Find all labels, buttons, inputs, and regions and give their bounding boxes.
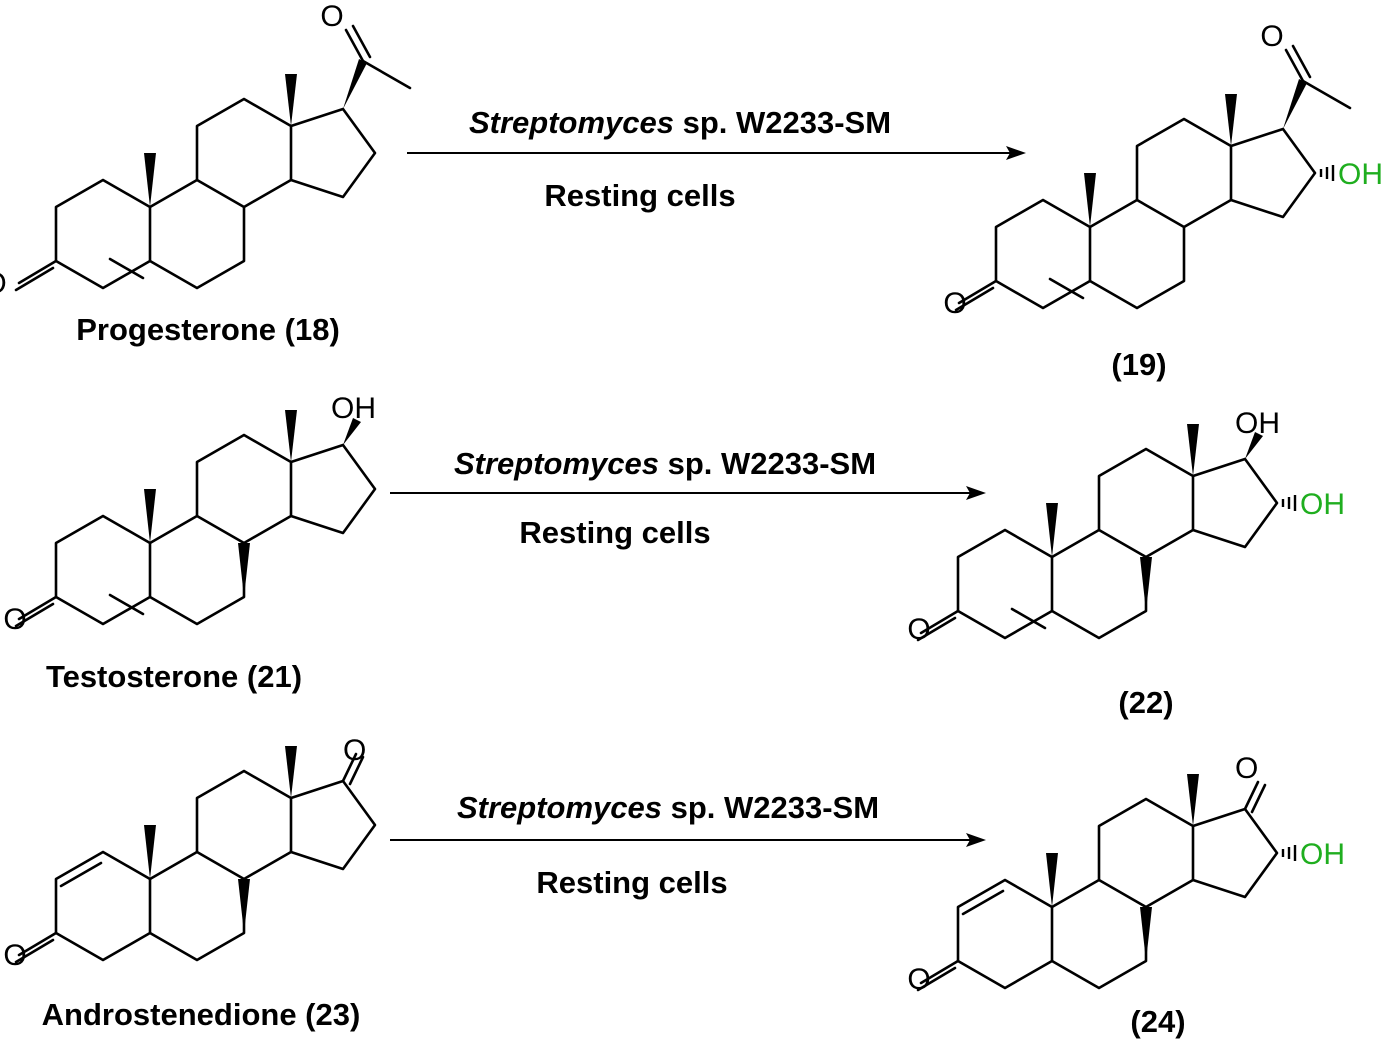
substrate-testosterone: OH O (3, 392, 377, 636)
oxygen-atom-label: O (1260, 20, 1283, 53)
hydroxyl-new-label: OH (1300, 838, 1345, 871)
hydroxyl-new-label: OH (1338, 158, 1383, 191)
product-label: (22) (1118, 685, 1173, 720)
hydroxyl-new-label: OH (1300, 488, 1345, 521)
reaction-condition-line2: Resting cells (536, 865, 727, 900)
reaction-condition: Streptomyces sp. W2233-SM (469, 105, 891, 140)
reaction-condition: Streptomyces sp. W2233-SM (457, 790, 879, 825)
reaction-arrow (390, 486, 986, 500)
reaction-arrow (407, 146, 1026, 160)
substrate-androstenedione: O O (3, 734, 377, 972)
oxygen-atom-label: O (320, 0, 343, 33)
reaction-condition: Streptomyces sp. W2233-SM (454, 446, 876, 481)
hydroxyl-label: OH (1235, 407, 1280, 440)
substrate-label: Progesterone (18) (76, 312, 340, 347)
product-24: O OH O (907, 752, 1345, 996)
oxygen-atom-label: O (943, 287, 966, 320)
oxygen-atom-label: O (3, 603, 26, 636)
oxygen-atom-label: O (1235, 752, 1258, 785)
product-19: OH O O (943, 20, 1383, 320)
oxygen-atom-label: O (907, 963, 930, 996)
product-label: (19) (1111, 347, 1166, 382)
oxygen-atom-label: O (0, 267, 7, 300)
product-22: OH OH O (907, 407, 1345, 646)
substrate-label: Testosterone (21) (46, 659, 302, 694)
substrate-progesterone: O O (0, 0, 412, 300)
reaction-arrow (390, 833, 986, 847)
product-label: (24) (1130, 1004, 1185, 1039)
substrate-label: Androstenedione (23) (42, 997, 361, 1032)
oxygen-atom-label: O (3, 939, 26, 972)
oxygen-atom-label: O (343, 734, 366, 767)
oxygen-atom-label: O (907, 613, 930, 646)
reaction-condition-line2: Resting cells (519, 515, 710, 550)
reaction-condition-line2: Resting cells (544, 178, 735, 213)
hydroxyl-label: OH (331, 392, 376, 425)
